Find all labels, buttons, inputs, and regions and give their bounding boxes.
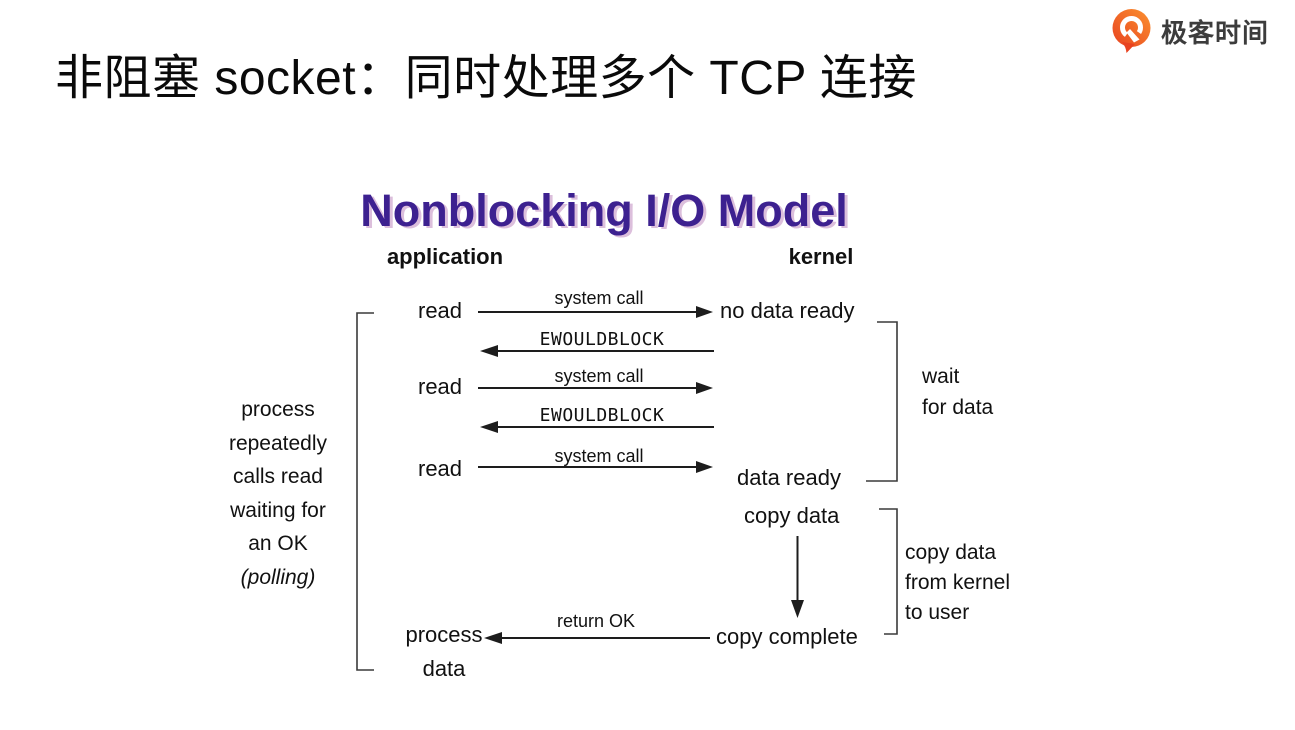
column-application: application: [386, 244, 504, 269]
return-ok-arrowhead: [484, 632, 502, 644]
copy-down-arrowhead: [791, 600, 804, 618]
polling-note-line1: process: [241, 398, 315, 421]
polling-note-line4: waiting for: [230, 498, 326, 522]
return-ok-label: return OK: [556, 611, 636, 631]
system-call-label-1: system call: [554, 288, 644, 308]
ewouldblock-label-1: EWOULDBLOCK: [539, 329, 665, 350]
wait-for-data-note: wait for data: [922, 361, 993, 423]
process-data-line1: process: [405, 622, 483, 647]
ewouldblock-arrowhead-2: [480, 421, 498, 433]
system-call-arrowhead-2: [696, 382, 713, 394]
read-label-3: read: [418, 456, 463, 481]
brand-logo: 极客时间: [1110, 8, 1269, 54]
copy-data-label: copy data: [744, 503, 840, 528]
read-label-1: read: [418, 298, 463, 323]
brand-name: 极客时间: [1161, 17, 1270, 48]
process-data-label: process data: [394, 618, 494, 686]
copy-note-line2: from kernel: [905, 571, 1011, 594]
system-call-label-3: system call: [554, 446, 644, 466]
wait-for-data-bracket: [866, 321, 898, 482]
system-call-label-2: system call: [554, 366, 644, 386]
polling-note: process repeatedly calls read waiting fo…: [203, 393, 353, 594]
wait-note-line2: for data: [922, 396, 994, 419]
polling-bracket: [356, 312, 374, 671]
geektime-pin-icon: [1112, 9, 1151, 53]
polling-note-line5: an OK: [248, 532, 308, 555]
system-call-arrowhead-3: [696, 461, 713, 473]
page-title: 非阻塞 socket：同时处理多个 TCP 连接: [55, 52, 917, 105]
column-kernel: kernel: [788, 244, 854, 269]
polling-note-line2: repeatedly: [228, 431, 328, 455]
data-ready-label: data ready: [737, 465, 841, 490]
process-data-line2: data: [422, 656, 466, 681]
copy-note-line3: to user: [905, 601, 970, 624]
copy-note-line1: copy data: [905, 541, 997, 564]
ewouldblock-arrowhead-1: [480, 345, 498, 357]
polling-note-line6: (polling): [240, 565, 316, 589]
copy-complete-label: copy complete: [716, 624, 858, 649]
read-label-2: read: [418, 374, 463, 399]
copy-kernel-user-note: copy data from kernel to user: [905, 538, 1010, 628]
copy-kernel-user-bracket: [879, 508, 898, 635]
polling-note-line3: calls read: [233, 465, 323, 488]
wait-note-line1: wait: [922, 365, 960, 388]
ewouldblock-label-2: EWOULDBLOCK: [539, 405, 665, 426]
no-data-ready-label: no data ready: [720, 298, 855, 323]
figure-title: Nonblocking I/O Model: [360, 185, 848, 236]
system-call-arrowhead-1: [696, 306, 713, 318]
